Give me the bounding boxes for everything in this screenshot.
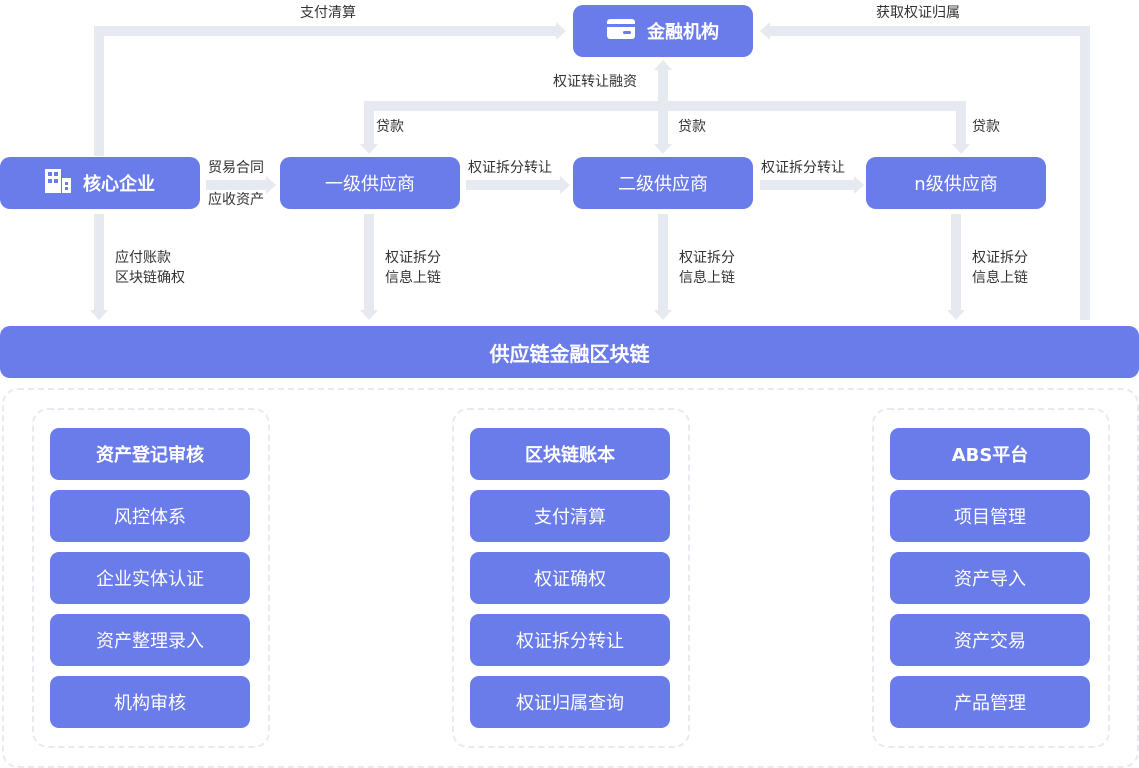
module-blockchain-ledger-title[interactable]: 区块链账本 bbox=[470, 428, 670, 480]
label-split-info-n-line1: 权证拆分 bbox=[972, 250, 1028, 266]
blockchain-bar-label: 供应链金融区块链 bbox=[489, 341, 650, 366]
connector-tier2-tiern bbox=[760, 180, 854, 190]
label-split-transfer-1: 权证拆分转让 bbox=[468, 160, 552, 176]
arrow-down-tier2 bbox=[654, 144, 672, 154]
label-receivable-asset: 应收资产 bbox=[208, 192, 264, 208]
connector-tier1-tier2 bbox=[466, 180, 560, 190]
label-loan-tier2: 贷款 bbox=[678, 119, 706, 135]
arrow-tiern-down bbox=[947, 310, 965, 320]
module-item[interactable]: 资产交易 bbox=[890, 614, 1090, 666]
module-item[interactable]: 权证归属查询 bbox=[470, 676, 670, 728]
label-trade-contract: 贸易合同 bbox=[208, 160, 264, 176]
arrow-tier1-down bbox=[360, 310, 378, 320]
tier2-supplier-label: 二级供应商 bbox=[618, 174, 708, 195]
connector-ownership-top bbox=[770, 26, 1090, 36]
label-split-transfer-2: 权证拆分转让 bbox=[761, 160, 845, 176]
core-enterprise-label: 核心企业 bbox=[83, 174, 155, 195]
connector-core-up bbox=[94, 26, 104, 156]
module-asset-registration-title[interactable]: 资产登记审核 bbox=[50, 428, 250, 480]
label-split-info-tier2: 权证拆分 信息上链 bbox=[679, 248, 735, 288]
module-group-asset-registration bbox=[32, 408, 270, 748]
arrow-down-tiern bbox=[952, 144, 970, 154]
label-payable-confirm: 应付账款 区块链确权 bbox=[115, 248, 185, 288]
label-loan-tier1: 贷款 bbox=[376, 119, 404, 135]
label-split-info-2-line2: 信息上链 bbox=[679, 270, 735, 286]
financial-institution-label: 金融机构 bbox=[647, 22, 719, 43]
module-group-blockchain-ledger bbox=[452, 408, 690, 748]
module-item[interactable]: 资产整理录入 bbox=[50, 614, 250, 666]
module-item[interactable]: 风控体系 bbox=[50, 490, 250, 542]
module-item[interactable]: 企业实体认证 bbox=[50, 552, 250, 604]
node-tier1-supplier[interactable]: 一级供应商 bbox=[280, 157, 460, 209]
module-item[interactable]: 项目管理 bbox=[890, 490, 1090, 542]
module-item[interactable]: 机构审核 bbox=[50, 676, 250, 728]
module-abs-platform-title[interactable]: ABS平台 bbox=[890, 428, 1090, 480]
label-split-info-1-line2: 信息上链 bbox=[385, 270, 441, 286]
connector-tiern-down bbox=[951, 214, 961, 310]
label-split-info-tiern: 权证拆分 信息上链 bbox=[972, 248, 1028, 288]
connector-tier2-down bbox=[658, 214, 668, 310]
label-obtain-ownership: 获取权证归属 bbox=[876, 5, 960, 21]
arrow-core-tier1 bbox=[266, 176, 276, 194]
label-transfer-financing: 权证转让融资 bbox=[553, 74, 637, 90]
label-split-info-1-line1: 权证拆分 bbox=[385, 250, 441, 266]
label-split-info-n-line2: 信息上链 bbox=[972, 270, 1028, 286]
module-item[interactable]: 支付清算 bbox=[470, 490, 670, 542]
label-payment-clearing: 支付清算 bbox=[300, 5, 356, 21]
arrow-tier2-tiern bbox=[854, 176, 864, 194]
arrow-tier2-down bbox=[654, 310, 672, 320]
connector-loan-right bbox=[956, 101, 966, 145]
arrow-tier1-tier2 bbox=[560, 176, 570, 194]
node-tiern-supplier[interactable]: n级供应商 bbox=[866, 157, 1046, 209]
connector-loan-horizontal bbox=[364, 101, 966, 111]
module-group-abs-platform bbox=[872, 408, 1110, 748]
connector-right-vertical bbox=[1080, 26, 1090, 320]
arrow-to-financial bbox=[556, 22, 566, 40]
connector-tier1-down bbox=[364, 214, 374, 310]
node-core-enterprise[interactable]: 核心企业 bbox=[0, 157, 200, 209]
label-split-info-2-line1: 权证拆分 bbox=[679, 250, 735, 266]
module-item[interactable]: 权证拆分转让 bbox=[470, 614, 670, 666]
blockchain-bar[interactable]: 供应链金融区块链 bbox=[0, 326, 1139, 378]
node-tier2-supplier[interactable]: 二级供应商 bbox=[573, 157, 753, 209]
node-financial-institution[interactable]: 金融机构 bbox=[573, 5, 753, 57]
arrow-down-tier1 bbox=[360, 144, 378, 154]
arrow-from-right-to-financial bbox=[760, 22, 770, 40]
arrow-core-down bbox=[90, 310, 108, 320]
arrow-up-financial bbox=[654, 60, 672, 70]
tier1-supplier-label: 一级供应商 bbox=[325, 174, 415, 195]
connector-payment-top bbox=[94, 26, 556, 36]
connector-core-tier1 bbox=[206, 180, 266, 190]
building-icon bbox=[45, 168, 71, 199]
module-item[interactable]: 资产导入 bbox=[890, 552, 1090, 604]
module-item[interactable]: 权证确权 bbox=[470, 552, 670, 604]
label-loan-tiern: 贷款 bbox=[972, 119, 1000, 135]
label-payable-line2: 区块链确权 bbox=[115, 270, 185, 286]
tiern-supplier-label: n级供应商 bbox=[914, 174, 998, 195]
connector-core-down bbox=[94, 214, 104, 310]
module-item[interactable]: 产品管理 bbox=[890, 676, 1090, 728]
credit-card-icon bbox=[607, 18, 635, 44]
label-payable-line1: 应付账款 bbox=[115, 250, 171, 266]
connector-loan-left bbox=[364, 101, 374, 145]
label-split-info-tier1: 权证拆分 信息上链 bbox=[385, 248, 441, 288]
